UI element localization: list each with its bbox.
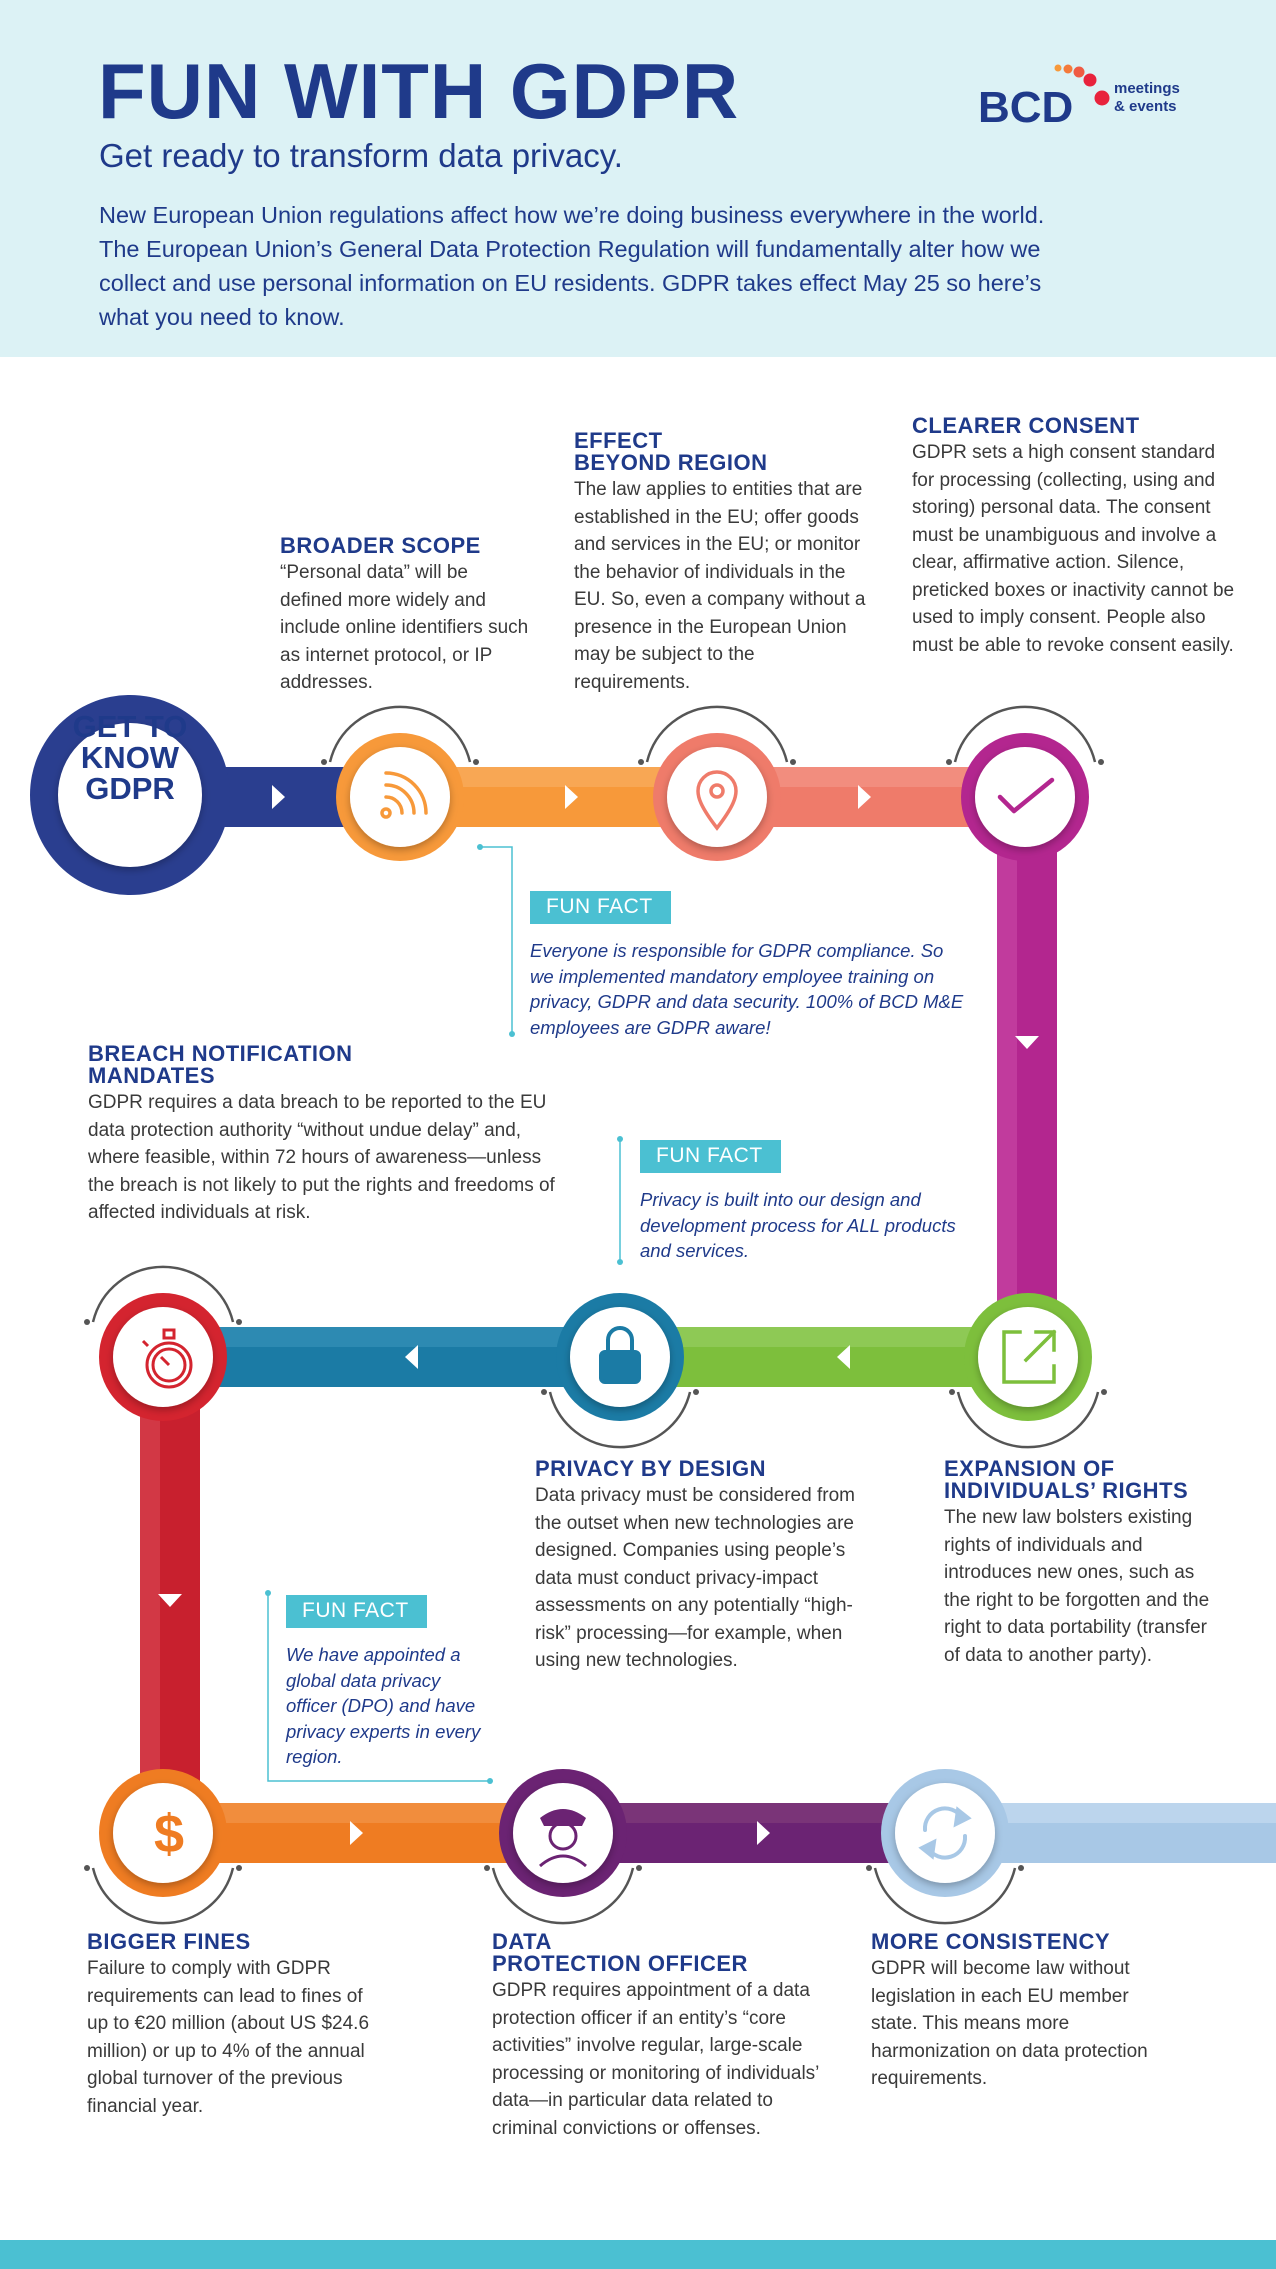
- arrow-down-1: [1015, 1036, 1039, 1049]
- dollar-icon: $: [154, 1804, 184, 1864]
- start-label-line-3: GDPR: [85, 771, 175, 806]
- node-more-consistency: [881, 1769, 1009, 1897]
- arrow-right-5: [757, 1821, 770, 1845]
- fun-fact-text: Privacy is built into our design and dev…: [640, 1189, 956, 1261]
- arrow-right-4: [350, 1821, 363, 1845]
- node-bigger-fines: $: [99, 1769, 227, 1897]
- section-expansion-rights: EXPANSION OF INDIVIDUALS’ RIGHTS The new…: [944, 1458, 1214, 1669]
- external-link-icon: [1002, 1329, 1057, 1384]
- section-title-line-1: BREACH NOTIFICATION: [88, 1041, 353, 1066]
- logo-wordmark: BCD: [978, 83, 1073, 132]
- arrow-right-1: [272, 785, 285, 809]
- node-dpo: [499, 1769, 627, 1897]
- section-breach-notification: BREACH NOTIFICATION MANDATES GDPR requir…: [88, 1043, 558, 1227]
- fun-fact-badge: FUN FACT: [530, 891, 671, 924]
- start-label-line-1: GET TO: [72, 709, 188, 744]
- section-body: GDPR requires appointment of a data prot…: [492, 1980, 819, 2139]
- section-broader-scope: BROADER SCOPE “Personal data” will be de…: [280, 535, 530, 697]
- header-banner: [0, 0, 1276, 357]
- section-title-line-2: PROTECTION OFFICER: [492, 1951, 748, 1976]
- location-pin-icon: [696, 770, 738, 831]
- section-effect-beyond-region: EFFECT BEYOND REGION The law applies to …: [574, 430, 874, 696]
- section-title: BIGGER FINES: [87, 1929, 251, 1954]
- fun-fact-2: FUN FACT Privacy is built into our desig…: [640, 1140, 980, 1264]
- node-broader-scope: [336, 733, 464, 861]
- section-more-consistency: MORE CONSISTENCY GDPR will become law wi…: [871, 1931, 1171, 2093]
- arrow-left-1: [837, 1345, 850, 1369]
- sync-icon: [918, 1806, 972, 1860]
- section-title-line-1: DATA: [492, 1929, 552, 1954]
- section-title-line-2: BEYOND REGION: [574, 450, 768, 475]
- section-title: MORE CONSISTENCY: [871, 1929, 1111, 1954]
- section-title: CLEARER CONSENT: [912, 413, 1140, 438]
- padlock-icon: [599, 1326, 641, 1384]
- wifi-signal-icon: [380, 771, 428, 819]
- section-title-line-1: EFFECT: [574, 428, 663, 453]
- section-title: BROADER SCOPE: [280, 533, 481, 558]
- logo-line-events: & events: [1114, 98, 1177, 115]
- start-node: [30, 695, 230, 895]
- footer-strip: [0, 2240, 1276, 2269]
- section-dpo: DATA PROTECTION OFFICER GDPR requires ap…: [492, 1931, 822, 2142]
- node-effect-beyond-region: [653, 733, 781, 861]
- section-body: GDPR will become law without legislation…: [871, 1958, 1148, 2089]
- logo-line-meetings: meetings: [1114, 80, 1180, 97]
- section-body: GDPR sets a high consent standard for pr…: [912, 442, 1235, 656]
- page-subtitle: Get ready to transform data privacy.: [99, 137, 623, 174]
- fun-fact-badge: FUN FACT: [640, 1140, 781, 1173]
- section-privacy-by-design: PRIVACY BY DESIGN Data privacy must be c…: [535, 1458, 885, 1675]
- fun-fact-text: Everyone is responsible for GDPR complia…: [530, 940, 964, 1038]
- arrow-right-2: [565, 785, 578, 809]
- section-body: Data privacy must be considered from the…: [535, 1485, 855, 1671]
- arrow-down-2: [158, 1594, 182, 1607]
- section-clearer-consent: CLEARER CONSENT GDPR sets a high consent…: [912, 415, 1242, 659]
- node-breach-notification: [99, 1293, 227, 1421]
- section-title-line-2: INDIVIDUALS’ RIGHTS: [944, 1478, 1189, 1503]
- start-label: GET TO KNOW GDPR: [45, 711, 215, 804]
- bcd-logo: BCD meetings & events: [978, 62, 1218, 132]
- node-privacy-by-design: [556, 1293, 684, 1421]
- node-expansion-rights: [964, 1293, 1092, 1421]
- fun-fact-1: FUN FACT Everyone is responsible for GDP…: [530, 891, 970, 1040]
- section-title-line-2: MANDATES: [88, 1063, 216, 1088]
- stopwatch-icon: [141, 1328, 193, 1389]
- arrow-left-2: [405, 1345, 418, 1369]
- fun-fact-badge: FUN FACT: [286, 1595, 427, 1628]
- section-title: PRIVACY BY DESIGN: [535, 1456, 767, 1481]
- node-clearer-consent: [961, 733, 1089, 861]
- section-body: Failure to comply with GDPR requirements…: [87, 1958, 370, 2117]
- start-label-line-2: KNOW: [80, 740, 180, 775]
- section-body: The law applies to entities that are est…: [574, 479, 866, 693]
- arrow-right-3: [858, 785, 871, 809]
- section-title-line-1: EXPANSION OF: [944, 1456, 1115, 1481]
- fun-fact-3: FUN FACT We have appointed a global data…: [286, 1595, 486, 1770]
- section-body: “Personal data” will be defined more wid…: [280, 562, 529, 693]
- section-body: GDPR requires a data breach to be report…: [88, 1092, 555, 1223]
- intro-paragraph: New European Union regulations affect ho…: [99, 202, 1045, 330]
- section-bigger-fines: BIGGER FINES Failure to comply with GDPR…: [87, 1931, 377, 2120]
- officer-icon: [539, 1809, 587, 1868]
- section-body: The new law bolsters existing rights of …: [944, 1507, 1210, 1666]
- page-title: FUN WITH GDPR: [98, 47, 740, 135]
- fun-fact-text: We have appointed a global data privacy …: [286, 1644, 481, 1767]
- checkmark-icon: [997, 777, 1055, 814]
